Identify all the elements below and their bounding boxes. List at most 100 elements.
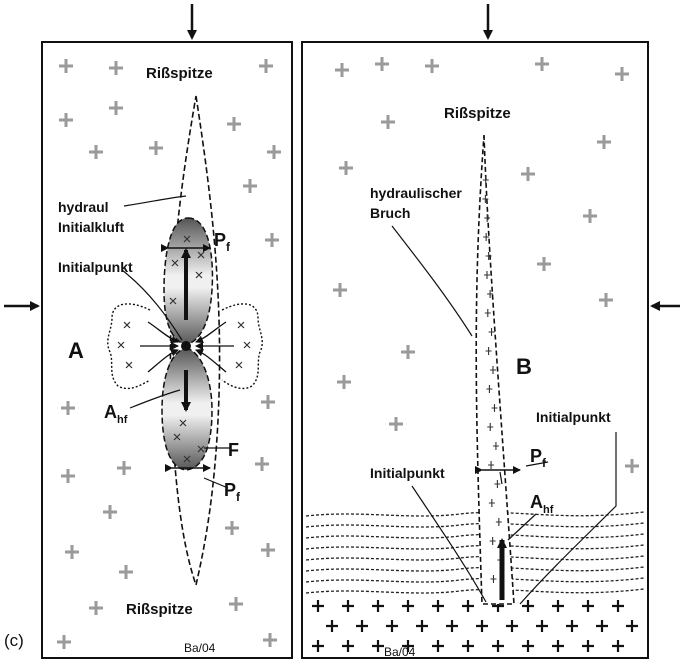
basement-cross — [552, 600, 564, 612]
basement-cross — [492, 640, 504, 652]
basement-cross — [612, 640, 624, 652]
grey-cross — [265, 233, 279, 247]
signature-right: Ba/04 — [384, 645, 416, 659]
basement-cross — [342, 600, 354, 612]
panel-b-title: B — [516, 354, 532, 379]
figure-label: (c) — [4, 631, 24, 650]
grey-cross — [109, 101, 123, 115]
initiation-point-label: Initialpunkt — [58, 259, 133, 275]
hydraulic-joint-label-line2: Initialkluft — [58, 219, 124, 235]
basement-cross — [582, 600, 594, 612]
basement-cross — [372, 640, 384, 652]
grey-cross — [261, 543, 275, 557]
grey-cross — [57, 635, 71, 649]
basement-cross — [342, 640, 354, 652]
basement-cross — [312, 600, 324, 612]
basement-cross — [462, 640, 474, 652]
grey-cross — [381, 115, 395, 129]
initiation-point-left-label: Initialpunkt — [370, 465, 445, 481]
basement-cross — [596, 620, 608, 632]
area-label-right: Ahf — [530, 492, 554, 516]
grey-cross — [389, 417, 403, 431]
strata-line — [306, 534, 644, 538]
grey-cross — [119, 565, 133, 579]
grey-cross — [335, 63, 349, 77]
strata-line — [306, 545, 644, 549]
grey-cross — [61, 401, 75, 415]
basement-cross — [476, 620, 488, 632]
grey-cross — [149, 141, 163, 155]
basement-cross — [386, 620, 398, 632]
signature-left: Ba/04 — [184, 641, 216, 655]
grey-cross — [89, 145, 103, 159]
basement-cross — [446, 620, 458, 632]
panel-a-title: A — [68, 338, 84, 363]
grey-cross — [333, 283, 347, 297]
background-crosses-left — [57, 59, 281, 649]
strata-line — [306, 589, 644, 593]
grey-cross — [535, 57, 549, 71]
basement-cross — [402, 600, 414, 612]
grey-cross — [263, 633, 277, 647]
basement-cross — [432, 640, 444, 652]
grey-cross — [59, 59, 73, 73]
basement-cross — [552, 640, 564, 652]
grey-cross — [583, 209, 597, 223]
crack-tip-bottom-label: Rißspitze — [126, 601, 193, 618]
basement-cross — [372, 600, 384, 612]
initiation-point-right-label: Initialpunkt — [536, 409, 611, 425]
sediment-strata-lines — [306, 512, 644, 593]
grey-cross — [103, 505, 117, 519]
grey-cross — [425, 59, 439, 73]
strata-line — [306, 523, 644, 527]
strata-line — [306, 556, 644, 560]
basement-cross — [356, 620, 368, 632]
grey-cross — [109, 61, 123, 75]
basement-cross — [416, 620, 428, 632]
strata-line — [306, 512, 644, 516]
basement-cross — [582, 640, 594, 652]
grey-cross — [243, 179, 257, 193]
right-panel: Rißspitze hydraulischer Bruch B Initialp… — [302, 4, 680, 659]
strata-line — [306, 578, 644, 582]
basement-cross — [312, 640, 324, 652]
crack-tip-label-right: Rißspitze — [444, 105, 511, 122]
grey-cross — [65, 545, 79, 559]
basement-cross — [326, 620, 338, 632]
grey-cross — [259, 59, 273, 73]
grey-cross — [337, 375, 351, 389]
basement-cross — [506, 620, 518, 632]
grey-cross — [537, 257, 551, 271]
basement-cross — [536, 620, 548, 632]
grey-cross — [615, 67, 629, 81]
grey-cross — [255, 457, 269, 471]
pressure-label-right: Pf — [530, 446, 547, 470]
grey-cross — [597, 135, 611, 149]
grey-cross — [267, 145, 281, 159]
grey-cross — [225, 521, 239, 535]
grey-cross — [229, 597, 243, 611]
grey-cross — [261, 395, 275, 409]
grey-cross — [227, 117, 241, 131]
area-label: Ahf — [104, 402, 128, 426]
fracture-label-line1: hydraulischer — [370, 185, 462, 201]
right-panel-frame — [302, 42, 648, 658]
basement-cross — [612, 600, 624, 612]
grey-cross — [521, 167, 535, 181]
basement-cross — [462, 600, 474, 612]
strata-line — [306, 567, 644, 571]
grey-cross — [625, 459, 639, 473]
basement-cross — [432, 600, 444, 612]
initiation-point-dot — [181, 341, 191, 351]
basement-cross — [522, 640, 534, 652]
grey-cross — [401, 345, 415, 359]
grey-cross — [59, 113, 73, 127]
pressure-bottom-label: Pf — [224, 480, 241, 504]
crack-tip-top-label: Rißspitze — [146, 65, 213, 82]
grey-cross — [599, 293, 613, 307]
basement-cross — [522, 600, 534, 612]
basement-cross — [626, 620, 638, 632]
basement-cross — [566, 620, 578, 632]
grey-cross — [375, 57, 389, 71]
